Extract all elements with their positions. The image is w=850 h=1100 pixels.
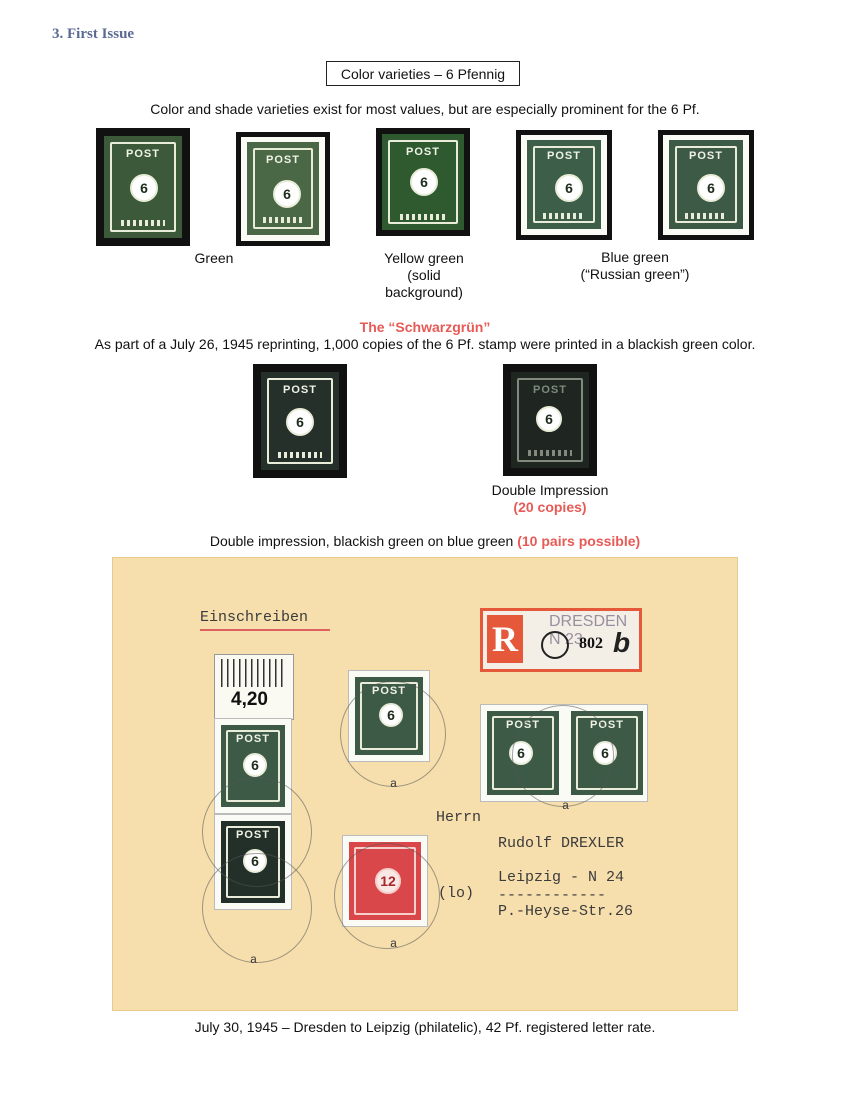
stamp-post-label: POST [266, 154, 300, 166]
stamp-post-label: POST [406, 146, 440, 158]
caption-green: Green [194, 250, 234, 266]
postmark-letter: a [390, 937, 398, 951]
postmark-middle-top [340, 681, 446, 787]
section-header: 3. First Issue [52, 26, 135, 42]
margin-value: 4,20 [231, 689, 268, 710]
stamp-value: 6 [410, 168, 438, 196]
registration-label: R DRESDEN N 23 802 b [480, 608, 642, 672]
stamp-blackish-green: POST 6 [253, 364, 347, 478]
intro-text: Color and shade varieties exist for most… [150, 101, 700, 117]
registration-circle [541, 631, 569, 659]
stamp-post-label: POST [689, 150, 723, 162]
stamp-blue-green-1: POST 6 [516, 130, 612, 240]
stamp-value: 6 [536, 406, 562, 432]
stamp-post-label: POST [236, 733, 270, 745]
postmark-red [334, 843, 440, 949]
postmark-letter: a [250, 953, 258, 967]
registration-handwritten: b [613, 627, 631, 658]
stamp-value: 6 [555, 174, 583, 202]
stamp-value: 6 [130, 174, 158, 202]
stamp-post-label: POST [547, 150, 581, 162]
postmark-pair [512, 705, 614, 807]
postmark-left-bottom [202, 853, 312, 963]
address-dashes: ------------ [498, 887, 607, 904]
caption-blue-green: Blue green (“Russian green”) [580, 249, 690, 282]
schwarz-text: As part of a July 26, 1945 reprinting, 1… [94, 336, 756, 352]
stamp-blue-green-2: POST 6 [658, 130, 754, 240]
einschreiben-underline [200, 629, 330, 631]
postmark-letter: a [390, 777, 398, 791]
stamp-value: 6 [286, 408, 314, 436]
cover-caption: July 30, 1945 – Dresden to Leipzig (phil… [194, 1019, 656, 1035]
stamp-value: 6 [697, 174, 725, 202]
registration-r: R [487, 615, 523, 663]
stamp-green-2: POST 6 [236, 132, 330, 246]
address-herrn: Herrn [436, 809, 482, 826]
sheet-margin-strip: 4,20 [214, 654, 294, 720]
address-name: Rudolf DREXLER [498, 835, 625, 852]
schwarz-heading: The “Schwarzgrün” [359, 319, 491, 335]
einschreiben-label: Einschreiben [200, 609, 309, 626]
registration-number: 802 [579, 635, 603, 652]
caption-double-impression: Double Impression (20 copies) [491, 482, 609, 515]
caption-yellow-green: Yellow green (solid background) [384, 250, 464, 300]
stamp-double-impression: POST 6 [503, 364, 597, 476]
stamp-value: 6 [243, 753, 267, 777]
address-city: Leipzig - N 24 [498, 869, 625, 886]
stamp-post-label: POST [126, 148, 160, 160]
postmark-letter: a [562, 799, 570, 813]
page-title-box: Color varieties – 6 Pfennig [326, 61, 520, 86]
address-lo: (lo) [438, 885, 475, 902]
stamp-post-label: POST [283, 384, 317, 396]
stamp-yellow-green: POST 6 [376, 128, 470, 236]
address-street: P.-Heyse-Str.26 [498, 903, 634, 920]
double-impression-line: Double impression, blackish green on blu… [209, 533, 641, 549]
stamp-post-label: POST [533, 384, 567, 396]
stamp-green-1: POST 6 [96, 128, 190, 246]
stamp-value: 6 [273, 180, 301, 208]
postal-cover: Einschreiben R DRESDEN N 23 802 b 4,20 P… [112, 557, 738, 1011]
